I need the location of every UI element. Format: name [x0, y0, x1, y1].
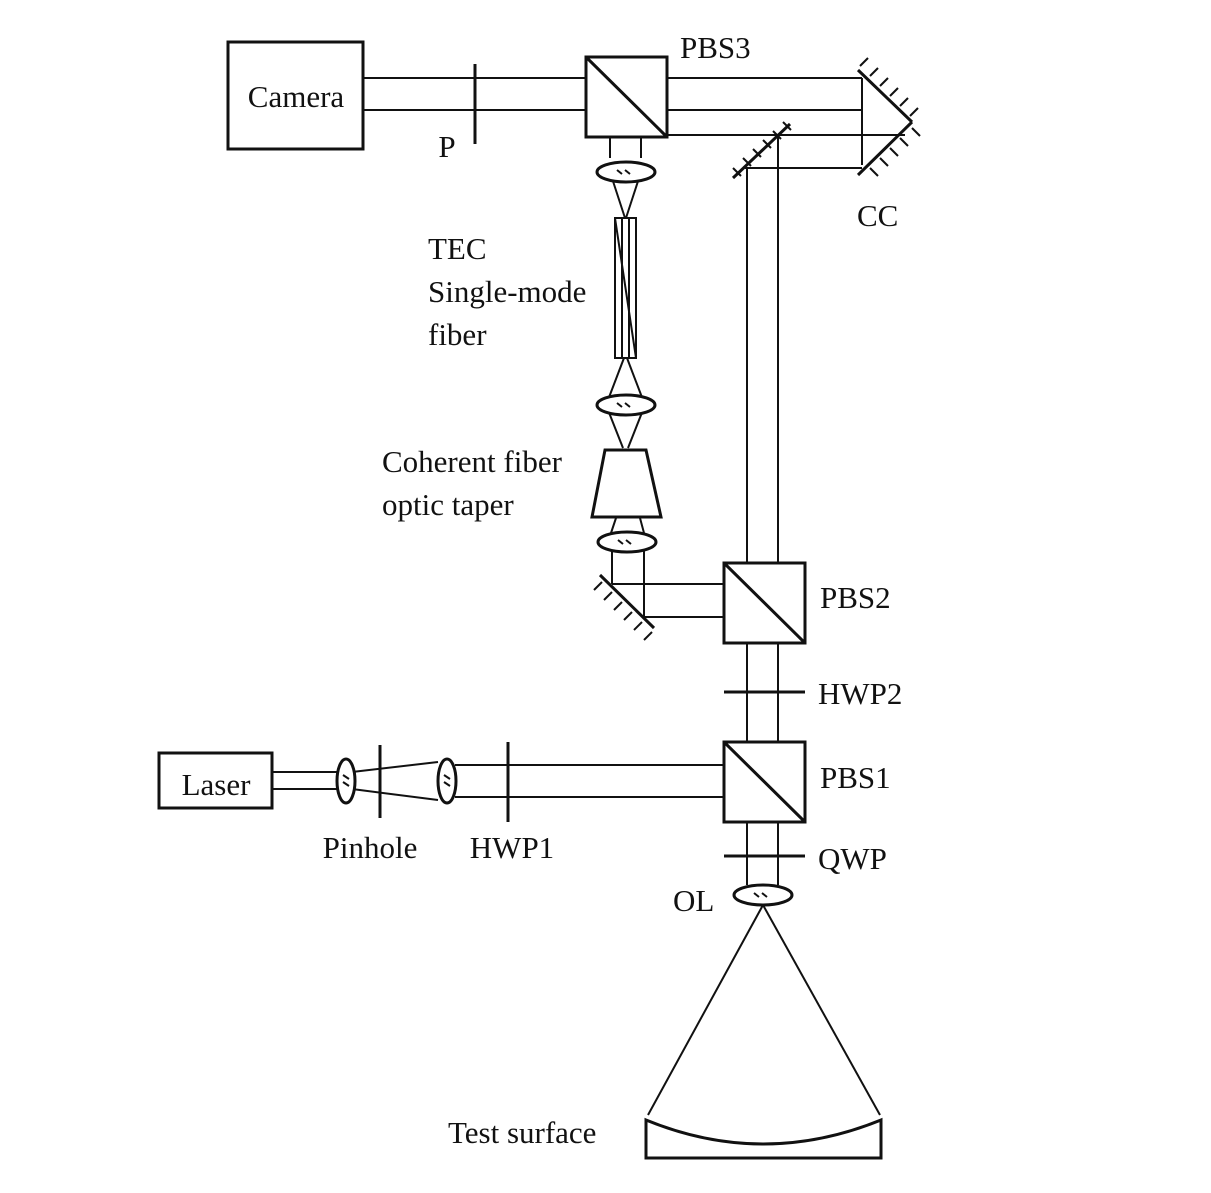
pbs1-label: PBS1	[820, 760, 891, 795]
test-surface-label: Test surface	[448, 1115, 596, 1150]
qwp-label: QWP	[818, 841, 887, 876]
lens-3	[596, 530, 658, 554]
pbs3-label: PBS3	[680, 30, 751, 65]
lens-2	[595, 393, 657, 417]
taper-label-line2: optic taper	[382, 487, 514, 522]
pbs2-label: PBS2	[820, 580, 891, 615]
pbs2-cube	[722, 561, 807, 645]
tec-label-line3: fiber	[428, 317, 487, 352]
fiber-optic-taper	[590, 448, 663, 519]
test-surface	[644, 1117, 883, 1160]
polarizer-label: P	[438, 129, 455, 164]
hwp1-label: HWP1	[470, 830, 554, 865]
pbs3-cube	[584, 55, 669, 139]
lens-1	[595, 160, 657, 184]
beam-paths	[272, 77, 905, 1116]
lower-mirror	[593, 573, 656, 641]
laser-box	[157, 751, 274, 810]
pinhole-lens-left	[335, 757, 357, 805]
cc-label: CC	[857, 198, 898, 233]
laser-label: Laser	[182, 767, 252, 802]
pbs1-cube	[722, 740, 807, 824]
camera-label: Camera	[248, 79, 345, 114]
tec-single-mode-fiber	[614, 217, 637, 359]
upper-mirror	[731, 121, 792, 180]
pinhole-label: Pinhole	[323, 830, 418, 865]
corner-cube-cc	[856, 57, 921, 177]
camera-box	[226, 40, 365, 151]
tec-label-line2: Single-mode	[428, 274, 586, 309]
objective-lens	[732, 883, 794, 907]
pinhole-lens-right	[436, 757, 458, 805]
ol-label: OL	[673, 883, 714, 918]
tec-label-line1: TEC	[428, 231, 487, 266]
taper-label-line1: Coherent fiber	[382, 444, 563, 479]
hwp2-label: HWP2	[818, 676, 902, 711]
